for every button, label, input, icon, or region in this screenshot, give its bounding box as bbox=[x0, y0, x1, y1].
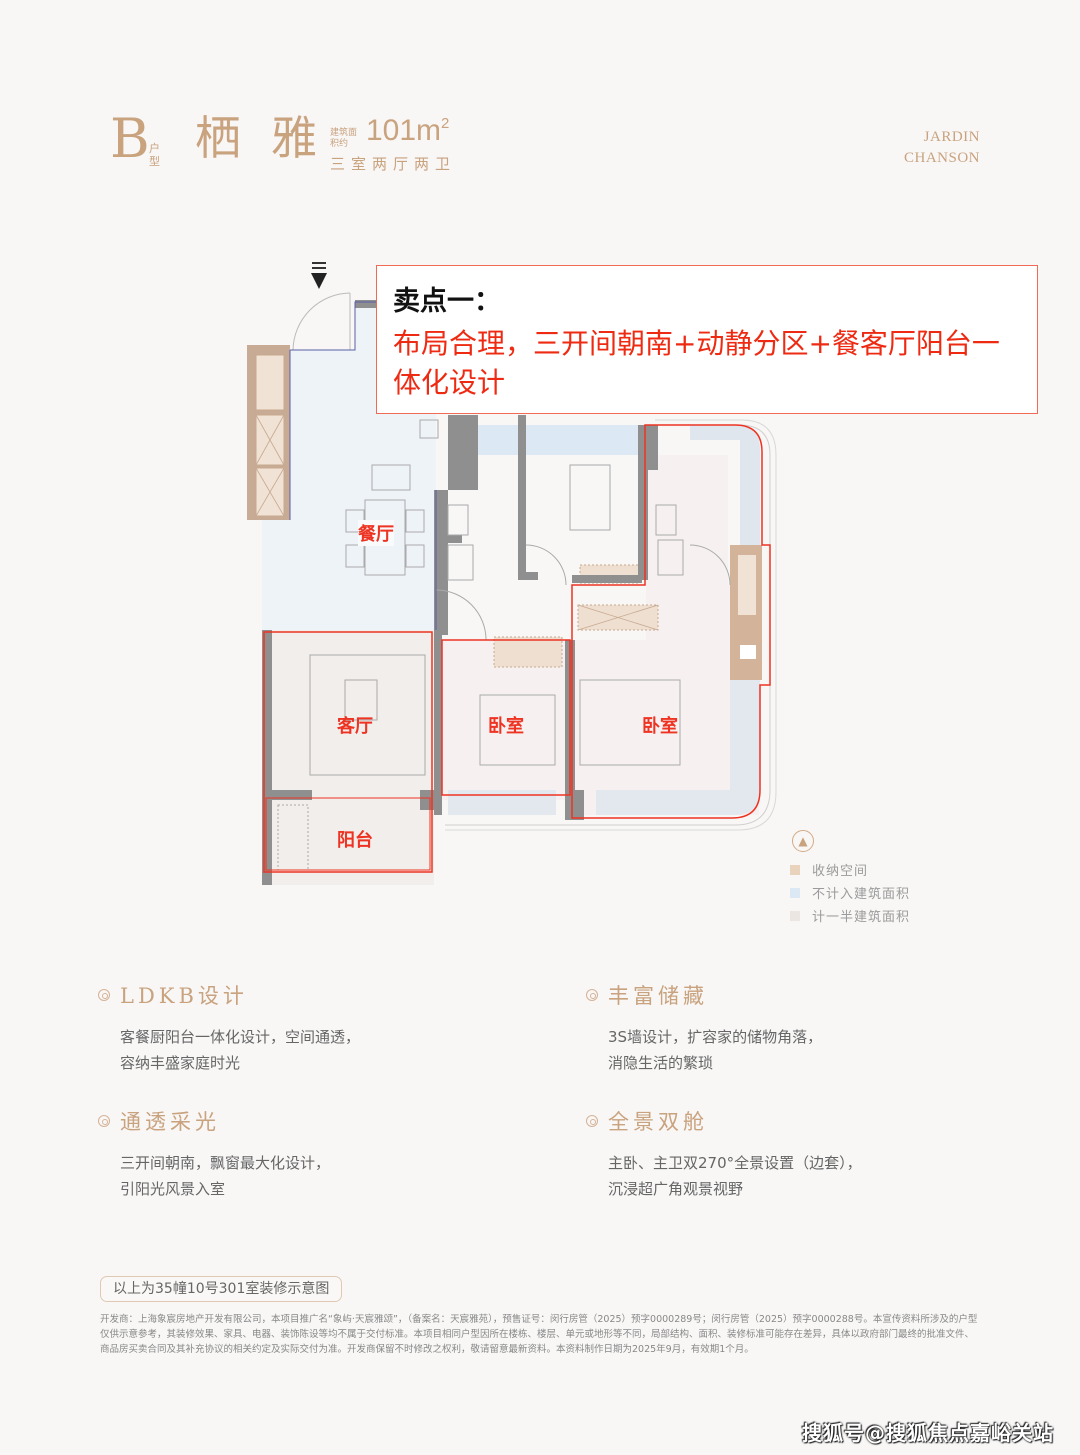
room-label-bedroom-master: 卧室 bbox=[642, 712, 678, 738]
callout-title: 卖点一： bbox=[393, 286, 501, 317]
brand-logo: JARDIN CHANSON bbox=[904, 127, 980, 169]
bullet-circle-icon bbox=[98, 1115, 110, 1127]
feature-desc-line: 主卧、主卫双270°全景设置（边套）， bbox=[608, 1154, 862, 1172]
swatch-storage bbox=[790, 864, 800, 875]
selling-point-callout: 卖点一： 布局合理，三开间朝南+动静分区+餐客厅阳台一体化设计 bbox=[376, 265, 1038, 414]
feature-desc: 三开间朝南，飘窗最大化设计， 引阳光风景入室 bbox=[120, 1150, 518, 1202]
legend: ▲ 收纳空间 不计入建筑面积 计一半建筑面积 bbox=[790, 830, 910, 927]
feature-panorama: 全景双舱 主卧、主卫双270°全景设置（边套）， 沉浸超广角观景视野 bbox=[586, 1106, 1006, 1202]
room-label-balcony: 阳台 bbox=[337, 830, 373, 851]
feature-desc-line: 沉浸超广角观景视野 bbox=[608, 1180, 744, 1198]
legend-item-storage: 收纳空间 bbox=[790, 858, 910, 881]
brand-line-1: JARDIN bbox=[923, 129, 980, 145]
area-value: 101m2 bbox=[366, 116, 449, 146]
feature-desc-line: 容纳丰盛家庭时光 bbox=[120, 1054, 241, 1072]
brand-line-2: CHANSON bbox=[903, 150, 980, 166]
bullet-circle-icon bbox=[586, 1115, 598, 1127]
bullet-circle-icon bbox=[98, 989, 110, 1001]
feature-desc: 3S墙设计，扩容家的储物角落， 消隐生活的繁琐 bbox=[608, 1024, 1006, 1076]
room-label-bedroom-2: 卧室 bbox=[488, 712, 524, 738]
feature-desc: 主卧、主卫双270°全景设置（边套）， 沉浸超广角观景视野 bbox=[608, 1150, 1006, 1202]
unit-type-label: 户型 bbox=[149, 142, 160, 168]
area-label: 建筑面积约 bbox=[330, 128, 358, 149]
feature-desc: 客餐厨阳台一体化设计，空间通透， 容纳丰盛家庭时光 bbox=[120, 1024, 518, 1076]
callout-body: 布局合理，三开间朝南+动静分区+餐客厅阳台一体化设计 bbox=[393, 327, 1000, 399]
feature-lighting: 通透采光 三开间朝南，飘窗最大化设计， 引阳光风景入室 bbox=[98, 1106, 518, 1202]
unit-letter: B bbox=[110, 107, 150, 170]
bullet-circle-icon bbox=[586, 989, 598, 1001]
legend-item-excluded-area: 不计入建筑面积 bbox=[790, 881, 910, 904]
legal-disclaimer: 开发商：上海象宸房地产开发有限公司，本项目推广名“象屿·天宸雅颂”，（备案名：天… bbox=[100, 1314, 978, 1355]
feature-desc-line: 引阳光风景入室 bbox=[120, 1180, 226, 1198]
north-compass-icon: ▲ bbox=[792, 830, 814, 852]
unit-note-badge: 以上为35幢10号301室装修示意图 bbox=[100, 1276, 343, 1302]
watermark: 搜狐号@搜狐焦点嘉峪关站 bbox=[802, 1421, 1054, 1445]
room-config: 三室两厅两卫 bbox=[330, 155, 457, 173]
feature-title: LDKB设计 bbox=[120, 984, 248, 1008]
swatch-excluded-area bbox=[790, 887, 800, 898]
feature-ldkb: LDKB设计 客餐厨阳台一体化设计，空间通透， 容纳丰盛家庭时光 bbox=[98, 980, 518, 1076]
feature-title: 丰富储藏 bbox=[608, 984, 708, 1008]
unit-name: 栖雅 bbox=[195, 111, 347, 165]
feature-desc-line: 三开间朝南，飘窗最大化设计， bbox=[120, 1154, 331, 1172]
feature-desc-line: 3S墙设计，扩容家的储物角落， bbox=[608, 1028, 823, 1046]
legend-label: 收纳空间 bbox=[812, 864, 869, 879]
floor-plan bbox=[247, 262, 777, 885]
room-label-living: 客厅 bbox=[337, 716, 373, 737]
legend-item-half-area: 计一半建筑面积 bbox=[790, 904, 910, 927]
feature-title: 全景双舱 bbox=[608, 1110, 708, 1134]
feature-storage: 丰富储藏 3S墙设计，扩容家的储物角落， 消隐生活的繁琐 bbox=[586, 980, 1006, 1076]
entrance-arrow-icon bbox=[311, 262, 327, 289]
feature-desc-line: 消隐生活的繁琐 bbox=[608, 1054, 714, 1072]
feature-title: 通透采光 bbox=[120, 1110, 220, 1134]
area-number: 101m bbox=[366, 114, 442, 147]
room-label-dining: 餐厅 bbox=[358, 520, 394, 546]
area-unit-sup: 2 bbox=[441, 115, 450, 132]
legend-label: 计一半建筑面积 bbox=[812, 910, 911, 925]
feature-desc-line: 客餐厨阳台一体化设计，空间通透， bbox=[120, 1028, 361, 1046]
swatch-half-area bbox=[790, 910, 800, 921]
legend-label: 不计入建筑面积 bbox=[812, 887, 911, 902]
